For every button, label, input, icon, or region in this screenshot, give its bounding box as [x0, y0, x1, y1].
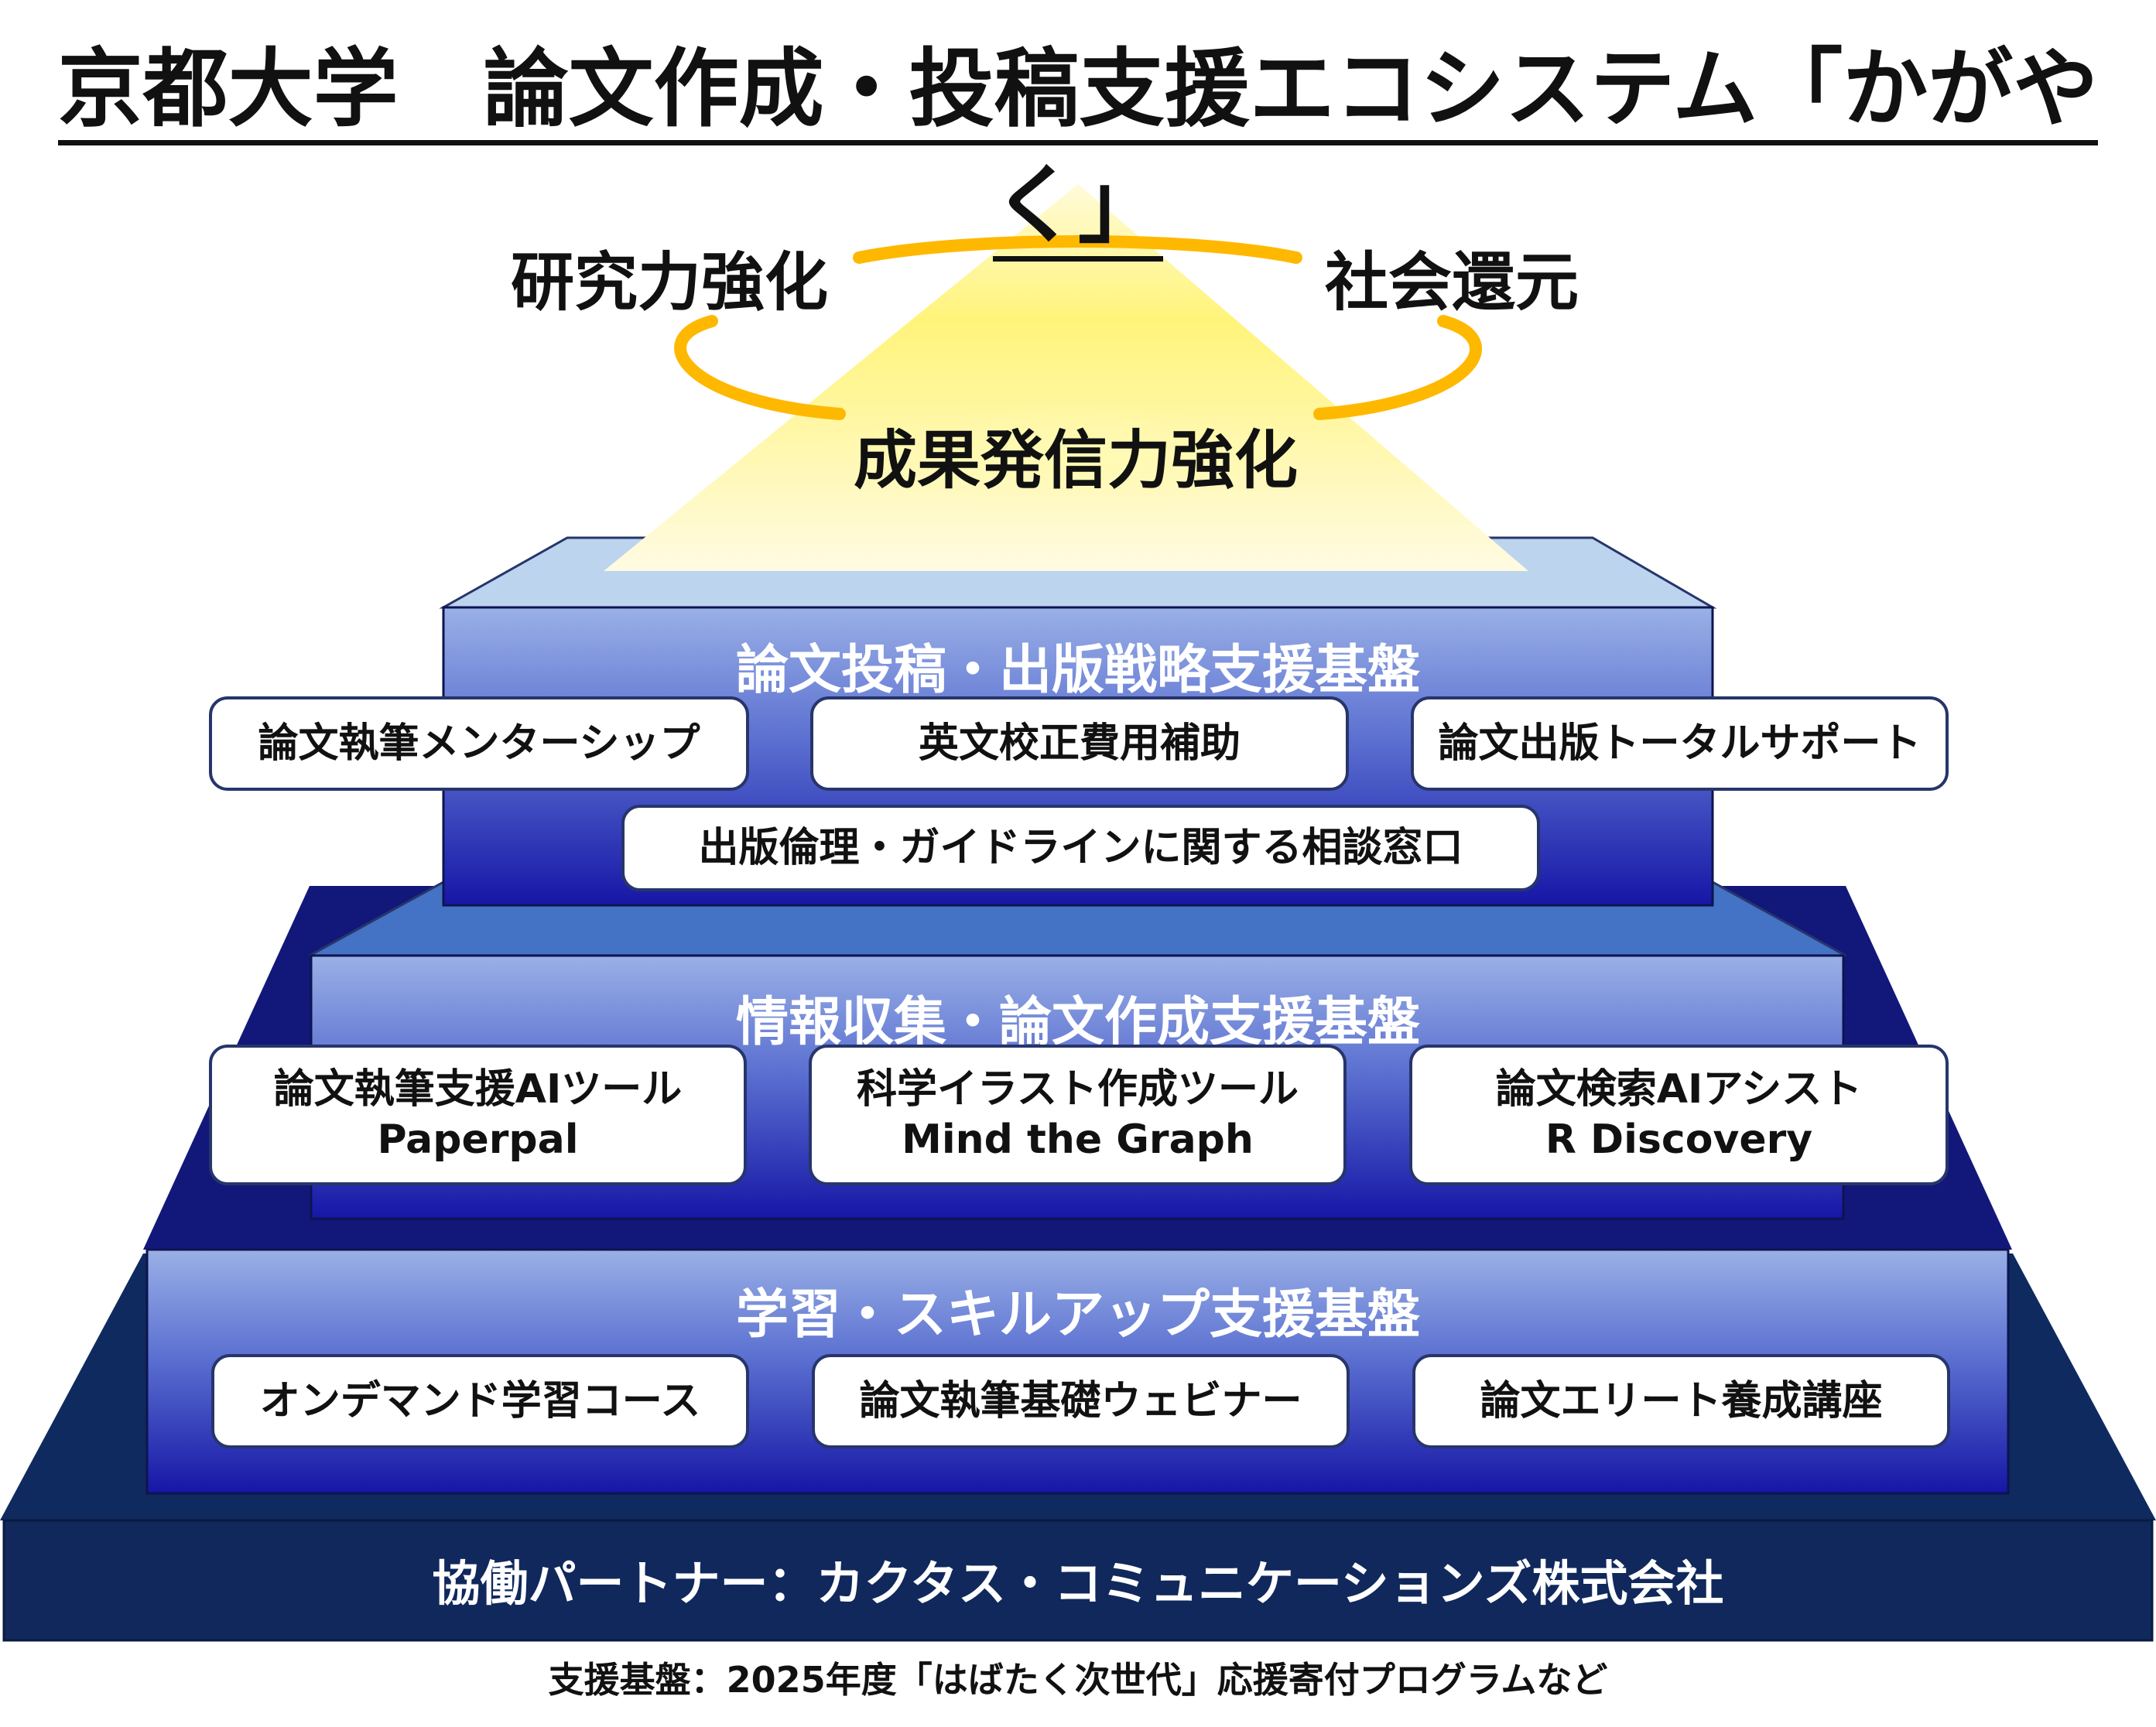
goal-research: 研究力強化	[511, 246, 829, 320]
proofreading-subsidy-box: 英文校正費用補助	[810, 696, 1349, 791]
cycle-ring-right	[1313, 315, 1482, 420]
mentorship-box: 論文執筆メンターシップ	[209, 696, 749, 791]
tier3-label: 学習・スキルアップ支援基盤	[735, 1284, 1420, 1346]
tier2-label: 情報収集・論文作成支援基盤	[735, 992, 1420, 1053]
goal-society: 社会還元	[1325, 246, 1579, 320]
goal-dissemination: 成果発信力強化	[828, 409, 1323, 501]
publishing-support-box: 論文出版トータルサポート	[1411, 696, 1949, 791]
on-demand-course-box: オンデマンド学習コース	[211, 1354, 749, 1448]
partner-label: 協働パートナー：カクタス・コミュニケーションズ株式会社	[432, 1555, 1724, 1612]
mind-the-graph-box: 科学イラスト作成ツール Mind the Graph	[809, 1045, 1347, 1185]
mind-the-graph-desc: 科学イラスト作成ツール	[857, 1066, 1299, 1113]
page-title: 京都大学 論文作成・投稿支援エコシステム「かがやく」	[0, 31, 2156, 263]
writing-webinar-box: 論文執筆基礎ウェビナー	[812, 1354, 1350, 1448]
page-title-text: 京都大学 論文作成・投稿支援エコシステム「かがやく」	[57, 39, 2099, 262]
r-discovery-name: R Discovery	[1545, 1117, 1813, 1163]
r-discovery-box: 論文検索AIアシスト R Discovery	[1409, 1045, 1949, 1185]
r-discovery-desc: 論文検索AIアシスト	[1495, 1066, 1863, 1113]
cycle-ring-top	[853, 235, 1302, 264]
ethics-consultation-box: 出版倫理・ガイドラインに関する相談窓口	[621, 805, 1540, 891]
paperpal-box: 論文執筆支援AIツール Paperpal	[209, 1045, 747, 1185]
elite-course-box: 論文エリート養成講座	[1412, 1354, 1950, 1448]
mind-the-graph-name: Mind the Graph	[902, 1117, 1254, 1163]
base-front-face	[2, 1519, 2154, 1642]
cycle-ring-left	[674, 315, 846, 420]
tier1-label: 論文投稿・出版戦略支援基盤	[735, 640, 1420, 701]
paperpal-name: Paperpal	[377, 1117, 579, 1163]
paperpal-desc: 論文執筆支援AIツール	[273, 1066, 683, 1113]
funding-footnote: 支援基盤：2025年度「はばたく次世代」応援寄付プログラムなど	[548, 1659, 1608, 1701]
